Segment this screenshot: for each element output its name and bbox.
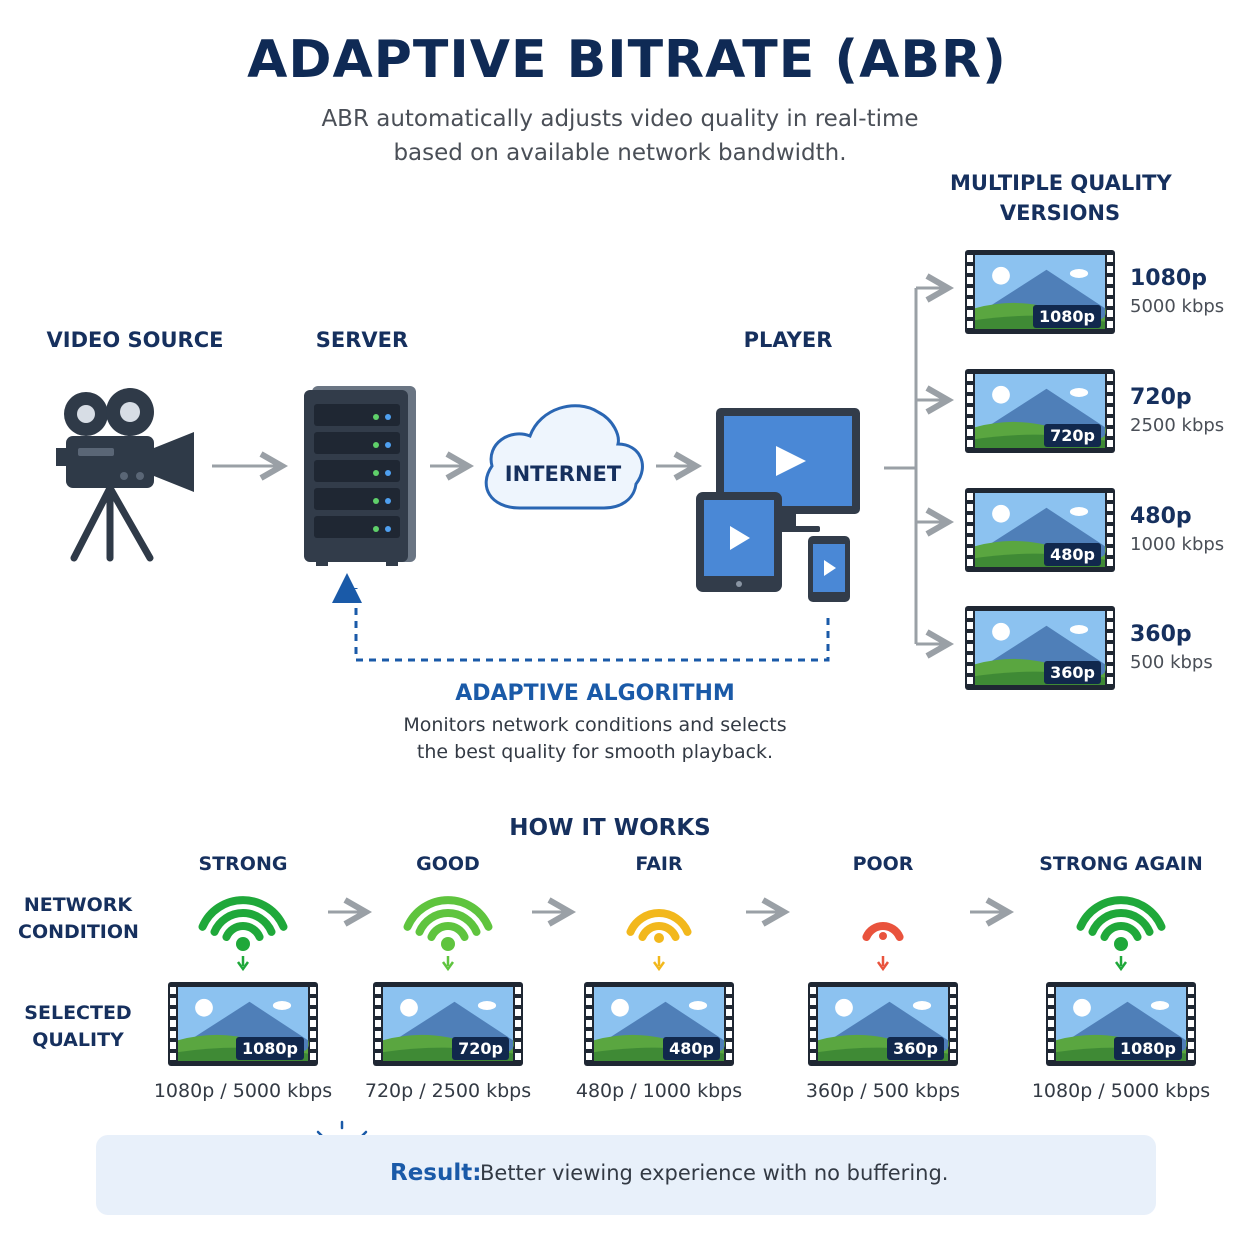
selected-quality-frame: 1080p (168, 982, 318, 1066)
quality-badge: 360p (1044, 661, 1101, 684)
cloud-icon (484, 404, 644, 510)
selected-quality-label-2: QUALITY (32, 1029, 124, 1051)
wifi-signal-icon (198, 896, 288, 972)
selected-quality-label-1: SELECTED (24, 1002, 132, 1024)
tablet-icon (696, 492, 782, 592)
versions-heading-line-1: MULTIPLE QUALITY (950, 171, 1172, 195)
selected-quality-frame: 480p (584, 982, 734, 1066)
tv-monitor-icon (716, 408, 860, 532)
network-condition-name: STRONG (198, 853, 288, 875)
quality-version-name: 720p (1130, 385, 1192, 410)
version-branch-lines (884, 288, 948, 644)
quality-badge: 1080p (1033, 305, 1101, 328)
quality-version-name: 360p (1130, 622, 1192, 647)
internet-label: INTERNET (504, 462, 622, 486)
quality-badge: 360p (887, 1037, 944, 1060)
network-condition-name: POOR (852, 853, 914, 875)
quality-version-name: 480p (1130, 504, 1192, 529)
quality-version-frame: 360p (965, 606, 1115, 690)
quality-version-bitrate: 2500 kbps (1130, 415, 1225, 436)
adaptive-feedback-loop (332, 573, 830, 662)
network-condition-name: FAIR (635, 853, 683, 875)
page-title: ADAPTIVE BITRATE (ABR) (247, 30, 1007, 90)
server-icon (304, 386, 416, 566)
network-condition-name: STRONG AGAIN (1039, 853, 1203, 875)
selected-quality-caption: 360p / 500 kbps (805, 1080, 961, 1102)
selected-quality-frame: 1080p (1046, 982, 1196, 1066)
quality-version-frame: 480p (965, 488, 1115, 572)
result-text: Better viewing experience with no buffer… (480, 1161, 949, 1185)
algorithm-title: ADAPTIVE ALGORITHM (455, 681, 735, 706)
quality-badge: 480p (663, 1037, 720, 1060)
result-label: Result: (390, 1160, 482, 1186)
quality-badge: 720p (1044, 424, 1101, 447)
quality-version-frame: 1080p (965, 250, 1115, 334)
selected-quality-caption: 720p / 2500 kbps (364, 1080, 532, 1102)
versions-heading-line-2: VERSIONS (999, 201, 1121, 225)
selected-quality-caption: 1080p / 5000 kbps (1031, 1080, 1211, 1102)
selected-quality-frame: 360p (808, 982, 958, 1066)
quality-badge: 720p (452, 1037, 509, 1060)
quality-version-bitrate: 5000 kbps (1130, 296, 1225, 317)
selected-quality-caption: 480p / 1000 kbps (575, 1080, 743, 1102)
quality-version-name: 1080p (1130, 266, 1207, 291)
phone-icon (808, 536, 850, 602)
quality-badge: 1080p (236, 1037, 304, 1060)
video-source-label: VIDEO SOURCE (46, 328, 224, 352)
subtitle-line-1: ABR automatically adjusts video quality … (321, 106, 919, 132)
network-condition-label-1: NETWORK (23, 894, 133, 916)
algorithm-line-2: the best quality for smooth playback. (416, 741, 774, 763)
wifi-signal-icon (862, 922, 904, 972)
quality-version-bitrate: 1000 kbps (1130, 534, 1225, 555)
wifi-signal-icon (626, 909, 692, 972)
wifi-signal-icon (1076, 896, 1166, 972)
selected-quality-frame: 720p (373, 982, 523, 1066)
video-camera-icon (56, 388, 194, 562)
quality-badge: 1080p (1114, 1037, 1182, 1060)
result-banner (96, 1135, 1156, 1215)
quality-badge: 480p (1044, 543, 1101, 566)
selected-quality-caption: 1080p / 5000 kbps (153, 1080, 333, 1102)
algorithm-line-1: Monitors network conditions and selects (403, 714, 787, 736)
quality-version-frame: 720p (965, 369, 1115, 453)
network-condition-label-2: CONDITION (18, 921, 139, 943)
subtitle-line-2: based on available network bandwidth. (393, 140, 847, 166)
network-condition-name: GOOD (416, 853, 480, 875)
player-label: PLAYER (743, 328, 833, 352)
quality-version-bitrate: 500 kbps (1130, 652, 1213, 673)
how-it-works-title: HOW IT WORKS (509, 815, 711, 841)
server-label: SERVER (315, 328, 409, 352)
wifi-signal-icon (403, 896, 493, 972)
